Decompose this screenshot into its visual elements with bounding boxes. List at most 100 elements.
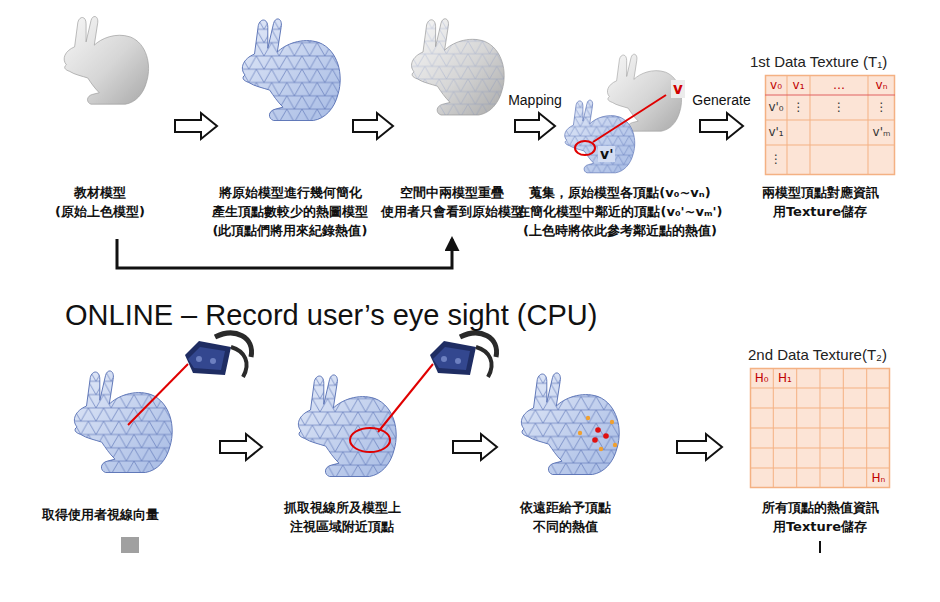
table-grid xyxy=(750,368,890,488)
vertex-label: v xyxy=(671,80,685,98)
table-cell: v₀ xyxy=(770,78,782,92)
gaze-line xyxy=(378,364,433,432)
mesh-bunny xyxy=(521,373,619,475)
flow-bracket-arrow xyxy=(117,239,452,268)
caption-line: 在簡化模型中鄰近的頂點(v₀'~vₘ') xyxy=(517,202,722,221)
step-caption: 蒐集，原始模型各頂點(v₀~vₙ) 在簡化模型中鄰近的頂點(v₀'~vₘ') (… xyxy=(517,183,722,240)
overlapped-bunny xyxy=(412,19,505,115)
grid-line xyxy=(765,120,895,121)
gaze-line xyxy=(128,364,188,425)
heat-dot xyxy=(603,433,609,439)
caption-line: 取得使用者視線向量 xyxy=(42,505,159,524)
bunny-mesh xyxy=(242,19,340,121)
edge-label: Mapping xyxy=(506,92,564,108)
bunny-mesh xyxy=(412,19,505,115)
table-cell: … xyxy=(833,78,845,92)
step-caption: 所有頂點的熱值資訊 用Texture儲存 xyxy=(762,498,879,536)
table-cell: ⋮ xyxy=(770,152,782,166)
caption-line: 用Texture儲存 xyxy=(762,517,879,536)
grid-line xyxy=(868,75,869,175)
step-group: 將原始模型進行幾何簡化 產生頂點數較少的熱圖模型 (此頂點們將用來紀錄熱值) xyxy=(222,10,348,235)
caption-line: 注視區域附近頂點 xyxy=(284,517,401,536)
table-ground xyxy=(751,369,890,488)
mesh-bunny xyxy=(74,371,172,473)
gaze-region xyxy=(350,428,390,452)
caption-line: 抓取視線所及模型上 xyxy=(284,498,401,517)
bunny-shape xyxy=(74,371,172,473)
caption-line: 依遠距給予頂點 xyxy=(520,498,611,517)
flow-block-arrow xyxy=(453,434,497,460)
table-cell: v'₁ xyxy=(768,125,783,139)
data-texture-table: 1st Data Texture (T₁)兩模型頂點對應資訊 用Texture儲… xyxy=(765,75,895,175)
caption-line: 用Texture儲存 xyxy=(762,202,879,221)
step-caption: 依遠距給予頂點 不同的熱值 xyxy=(520,498,611,536)
bunny-mesh xyxy=(521,373,619,475)
vr-headset xyxy=(185,333,252,377)
heat-dots xyxy=(578,416,617,451)
step-group: 教材模型 (原始上色模型) xyxy=(50,10,170,235)
grid-line xyxy=(750,448,890,449)
table-cell: ⋮ xyxy=(793,100,805,114)
grid-line xyxy=(750,408,890,409)
headset-shape xyxy=(430,333,497,377)
table-title: 1st Data Texture (T₁) xyxy=(750,53,887,70)
heat-dot xyxy=(610,420,614,424)
grid-line xyxy=(750,468,890,469)
step-caption: 取得使用者視線向量 xyxy=(42,505,159,524)
step-caption: 將原始模型進行幾何簡化 產生頂點數較少的熱圖模型 (此頂點們將用來紀錄熱值) xyxy=(212,183,368,240)
heat-dot xyxy=(599,447,603,451)
table-cell: H₁ xyxy=(778,371,792,385)
bunny-shape xyxy=(521,373,619,475)
table-cell: ⋮ xyxy=(876,100,888,114)
caption-line: 空間中兩模型重疊 xyxy=(381,183,524,202)
table-cell: Hₙ xyxy=(871,471,885,485)
flow-block-arrow xyxy=(677,434,722,460)
step-caption: 空間中兩模型重疊 使用者只會看到原始模型 xyxy=(381,183,524,221)
caption-line: 產生頂點數較少的熱圖模型 xyxy=(212,202,368,221)
flow-block-arrow xyxy=(700,113,743,139)
vertex-circle xyxy=(575,141,595,155)
bunny-shape xyxy=(298,375,396,477)
bunny-mesh xyxy=(565,100,635,173)
grid-line xyxy=(787,75,788,175)
bunny-shape xyxy=(64,17,148,105)
grid-line xyxy=(750,428,890,429)
table-ground xyxy=(766,76,895,175)
vr-headset xyxy=(430,333,497,377)
caption-line: 兩模型頂點對應資訊 xyxy=(762,183,879,202)
heat-dot xyxy=(595,427,601,433)
step-group: 依遠距給予頂點 不同的熱值 xyxy=(502,360,672,540)
caption-line: 蒐集，原始模型各頂點(v₀~vₙ) xyxy=(517,183,722,202)
caption-line: (此頂點們將用來紀錄熱值) xyxy=(212,221,368,240)
step-group: 取得使用者視線向量 xyxy=(55,360,215,540)
mesh-bunny xyxy=(298,375,396,477)
table-cell: H₀ xyxy=(755,371,769,385)
table-cell: v₁ xyxy=(793,78,805,92)
textured-bunny xyxy=(64,17,148,105)
bunny-mesh xyxy=(74,371,172,473)
headset-shape xyxy=(185,333,252,377)
mesh-bunny xyxy=(565,100,635,173)
table-cell: v'₀ xyxy=(768,100,783,114)
caption-line: (上色時將依此參考鄰近點的熱值) xyxy=(517,221,722,240)
mesh-bunny xyxy=(242,19,340,121)
grid-line xyxy=(765,145,895,146)
grid-line xyxy=(810,75,811,175)
heat-dot xyxy=(578,431,582,435)
bunny-mesh xyxy=(298,375,396,477)
grid-line xyxy=(750,388,890,389)
caption-line: 所有頂點的熱值資訊 xyxy=(762,498,879,517)
data-texture-table: 2nd Data Texture(T₂)所有頂點的熱值資訊 用Texture儲存… xyxy=(750,368,890,488)
bunny-shape xyxy=(565,100,635,173)
caption-line: 教材模型 xyxy=(55,183,145,202)
step-group: 空間中兩模型重疊 使用者只會看到原始模型 xyxy=(398,10,510,235)
step-caption: 教材模型 (原始上色模型) xyxy=(55,183,145,221)
caption-line: 使用者只會看到原始模型 xyxy=(381,202,524,221)
table-cell: vₙ xyxy=(876,78,888,92)
step-group: 蒐集，原始模型各頂點(v₀~vₙ) 在簡化模型中鄰近的頂點(v₀'~vₘ') (… xyxy=(560,10,695,235)
step-caption: 抓取視線所及模型上 注視區域附近頂點 xyxy=(284,498,401,536)
caption-line: 將原始模型進行幾何簡化 xyxy=(212,183,368,202)
flow-block-arrow xyxy=(175,113,217,139)
